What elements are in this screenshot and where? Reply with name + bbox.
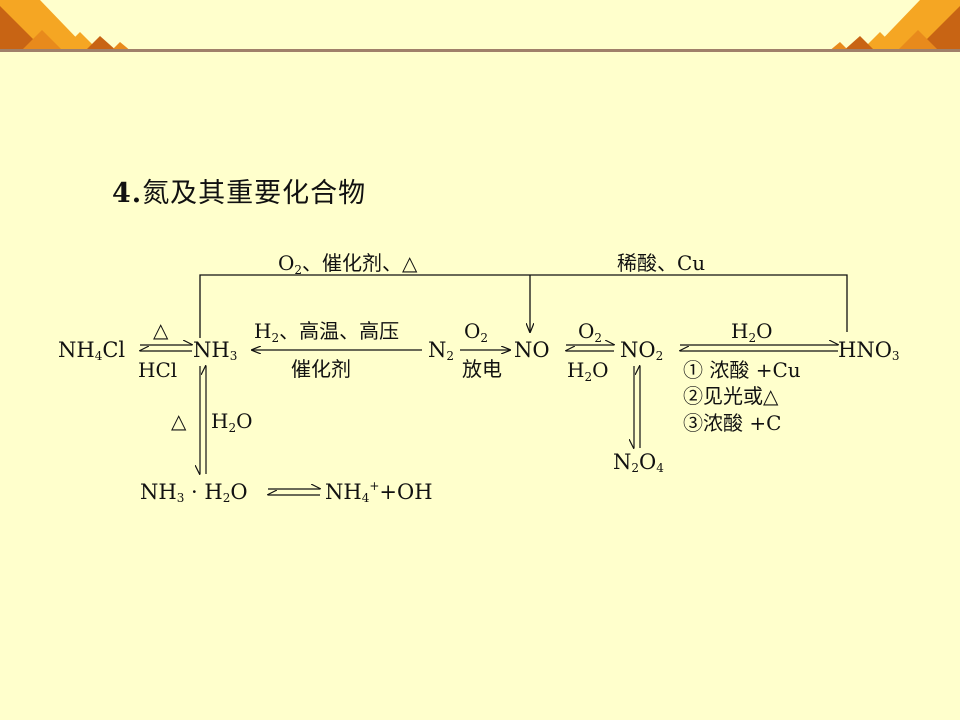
corner-decoration-right <box>828 0 960 52</box>
species-nh3: NH3 <box>193 338 237 363</box>
top-rule <box>0 49 960 52</box>
bracket-right-line <box>530 274 848 332</box>
species-n2o4: N2O4 <box>613 450 664 475</box>
slide-title: 4.氮及其重要化合物 <box>112 171 366 210</box>
label-nh3-down-heat: △ <box>171 409 187 433</box>
label-no2-hno3-h2o: H2O <box>731 319 773 345</box>
label-top-left: O2、催化剂、△ <box>278 251 418 277</box>
title-text: 氮及其重要化合物 <box>142 178 367 209</box>
arrow-no2-n2o4 <box>634 366 641 448</box>
species-nh4-oh: NH4++OH <box>325 479 433 505</box>
species-no: NO <box>514 338 550 362</box>
species-nh4cl: NH4Cl <box>58 338 125 363</box>
species-nh3-h2o: NH3 · H2O <box>140 480 248 505</box>
bracket-left-line <box>199 274 530 338</box>
species-no2: NO2 <box>620 338 663 363</box>
species-hno3: HNO3 <box>838 338 900 363</box>
label-n2-no-o2: O2 <box>464 319 488 345</box>
label-hno3-condition-2: ②见光或△ <box>683 384 779 408</box>
label-hno3-condition-1: ① 浓酸 +Cu <box>683 358 801 382</box>
label-nh4cl-heat: △ <box>153 318 169 342</box>
arrow-ionization <box>268 489 320 496</box>
top-bracket <box>199 274 848 338</box>
label-top-right: 稀酸、Cu <box>617 251 705 275</box>
arrow-no2-hno3 <box>680 345 838 352</box>
label-no-no2-o2: O2 <box>578 319 602 345</box>
label-no2-no-h2o: H2O <box>567 358 609 384</box>
label-nh4cl-hcl: HCl <box>138 358 177 382</box>
label-n2-catalyst: 催化剂 <box>291 357 351 381</box>
label-nh3-down-h2o: H2O <box>211 409 253 435</box>
arrow-nh3-nh3h2o <box>200 366 207 474</box>
title-number: 4. <box>112 178 143 209</box>
arrow-no-no2 <box>566 345 614 352</box>
corner-decoration-left <box>0 0 132 52</box>
label-hno3-condition-3: ③浓酸 +C <box>683 411 781 435</box>
arrow-nh4cl-nh3 <box>140 345 192 352</box>
label-n2-no-discharge: 放电 <box>462 357 502 381</box>
species-n2: N2 <box>428 338 454 363</box>
label-n2-conditions: H2、高温、高压 <box>254 319 399 345</box>
